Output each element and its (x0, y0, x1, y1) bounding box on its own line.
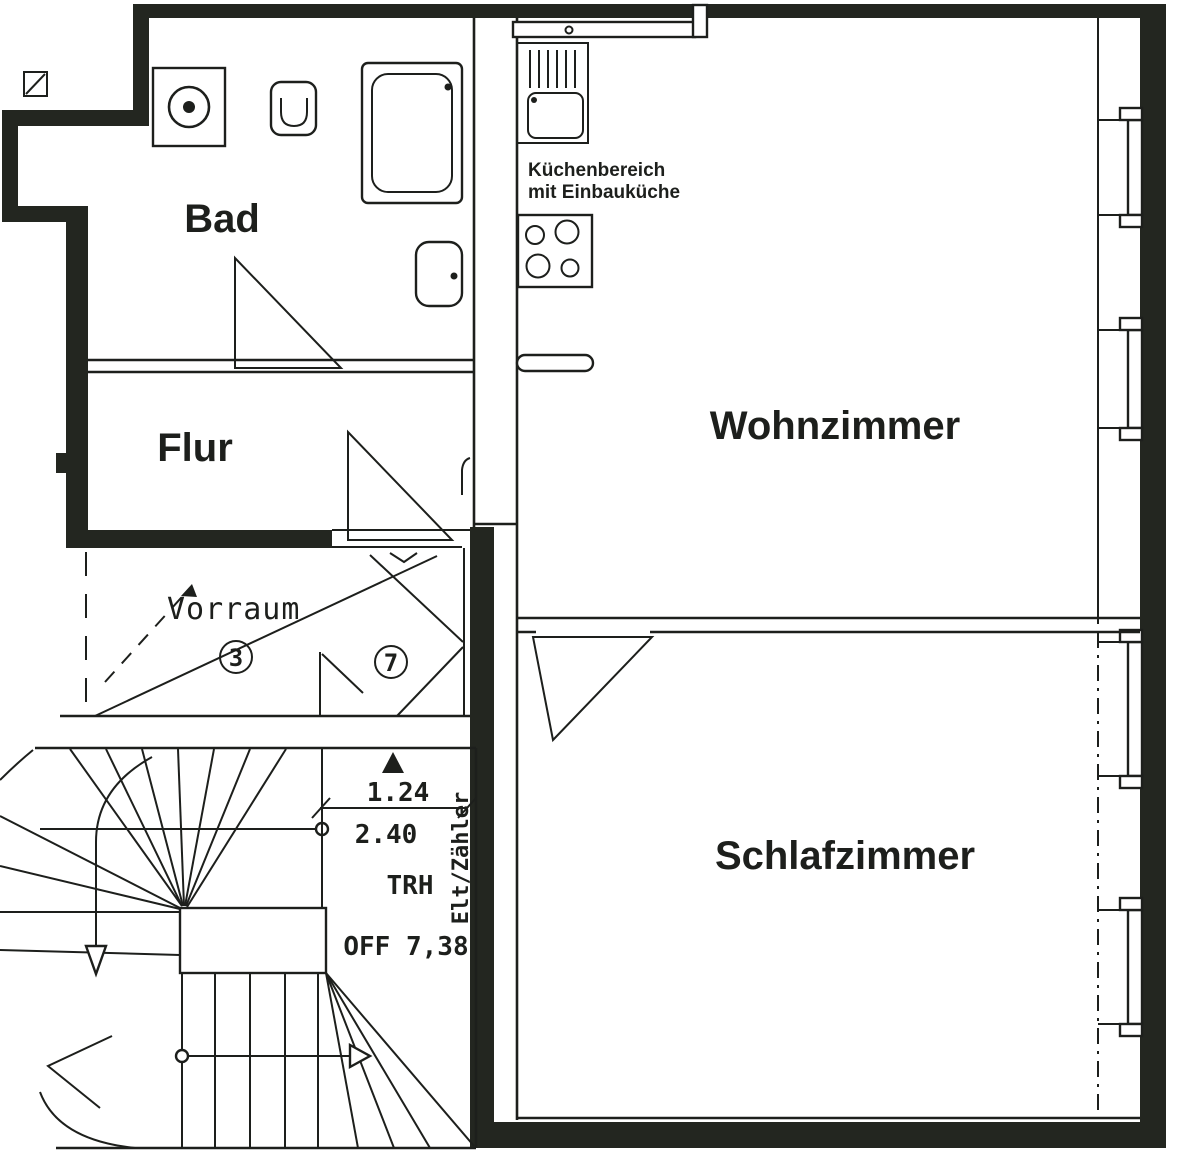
wall-bad-north-step (2, 110, 149, 126)
wall-top (148, 4, 1166, 18)
interior-walls (60, 18, 1140, 1120)
window-cap (1118, 896, 1144, 912)
window-frame (1126, 328, 1144, 430)
position-number-3-text: 3 (229, 644, 243, 672)
wall-west-stub (56, 453, 67, 473)
vorraum-markings (85, 552, 464, 717)
door-flur (347, 429, 455, 541)
door-bad (234, 255, 344, 369)
bathroom-fixtures (151, 61, 464, 308)
window-cap (1118, 1022, 1144, 1038)
counter-shelf (515, 353, 595, 373)
kitchen-fixtures (516, 42, 594, 289)
sink-icon (414, 240, 464, 308)
entry-arrow-tip (181, 584, 197, 597)
room-label-flur: Flur (157, 426, 233, 470)
toilet-icon (269, 80, 318, 137)
position-number-7: 7 (374, 645, 408, 679)
door-swings (234, 255, 655, 743)
washing-machine-icon (151, 66, 227, 148)
position-number-3: 3 (219, 640, 253, 674)
wall-bottom (470, 1122, 1166, 1148)
wall-flur-south (66, 530, 332, 548)
stair-down-arrow (84, 944, 108, 978)
window-frame (1126, 908, 1144, 1026)
stairwell (0, 746, 478, 1150)
outer-walls (2, 4, 1166, 1148)
wall-west (66, 206, 88, 548)
counter-top (511, 20, 697, 39)
window-frame (1126, 118, 1144, 217)
dimension-inner-width: 1.24 (367, 778, 430, 808)
wall-topleft-return (133, 4, 149, 126)
room-label-bad: Bad (184, 197, 260, 241)
bathtub-icon (360, 61, 464, 205)
room-label-vorraum: Vorraum (167, 592, 300, 627)
room-label-wohnzimmer: Wohnzimmer (710, 404, 960, 448)
window-cap (1118, 213, 1144, 229)
position-number-7-text: 7 (384, 649, 398, 677)
kitchen-note-line1: Küchenbereich (528, 160, 665, 181)
stair-landing (178, 906, 328, 975)
window-frame (1126, 640, 1144, 778)
entry-triangle-marker (382, 752, 404, 773)
stair-right-arrow (348, 1042, 373, 1070)
window-cap (1118, 106, 1144, 122)
wall-schlafzimmer-left (470, 527, 494, 1147)
wall-right (1140, 4, 1166, 1148)
room-label-schlafzimmer: Schlafzimmer (715, 834, 975, 878)
stove-icon (516, 213, 594, 289)
door-schlafzimmer (531, 636, 655, 743)
dimension-outer-width: 2.40 (355, 820, 418, 850)
window-cap (1118, 426, 1144, 442)
dimension-annotations (311, 797, 477, 908)
stairwell-level-note: OFF 7,38 (343, 932, 468, 962)
labels: Bad Flur Wohnzimmer Schlafzimmer Vorraum… (157, 160, 975, 962)
kitchen-sink-icon (516, 42, 589, 144)
kitchen-counter (511, 3, 709, 373)
windows-right-facade (1098, 106, 1144, 1038)
walkline-start-lower (174, 1048, 190, 1064)
window-cap (1118, 316, 1144, 332)
shaft-label: Elt/Zähler (449, 792, 474, 924)
stairwell-label: TRH (387, 871, 434, 901)
kitchen-note-line2: mit Einbauküche (528, 182, 680, 203)
counter-knob (564, 25, 574, 35)
legend-symbol (23, 71, 48, 97)
wall-left-outer (2, 110, 18, 222)
counter-return (691, 3, 709, 39)
window-cap (1118, 774, 1144, 790)
